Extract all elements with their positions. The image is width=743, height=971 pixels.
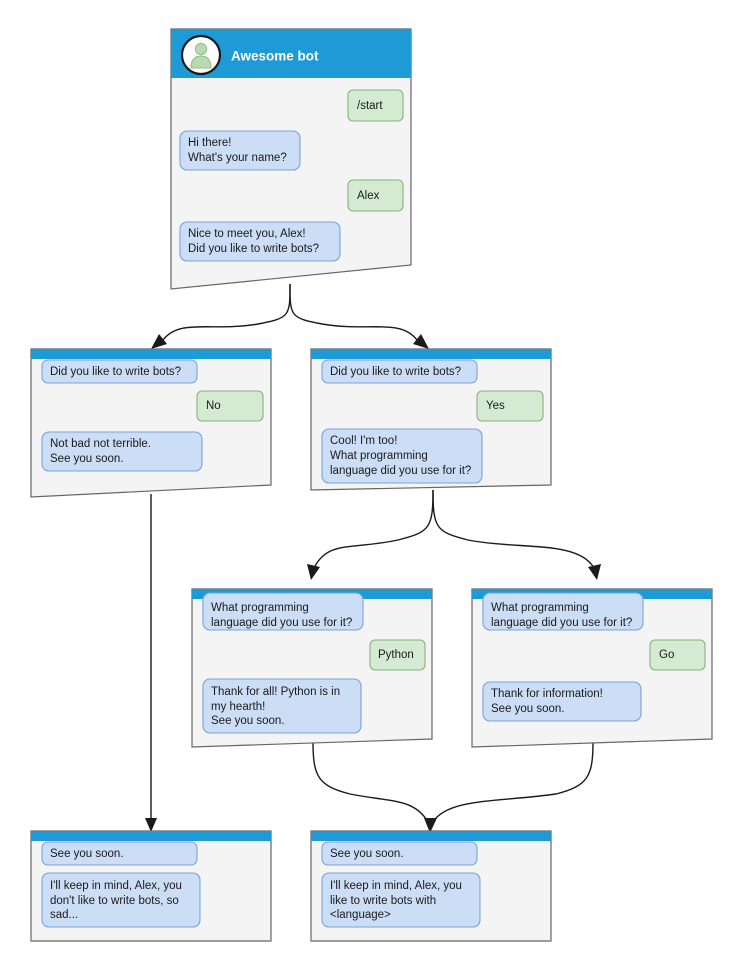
message-bot-langquestion: What programming language did you use fo… [202,592,364,631]
svg-text:Nice to meet you, Alex!: Nice to meet you, Alex! [188,228,306,240]
message-user-name: Alex [347,179,404,212]
message-bot-thanks: Thank for information! See you soon. [482,681,642,722]
svg-text:<language>: <language> [330,909,391,921]
svg-text:Did you like to write bots?: Did you like to write bots? [330,366,461,378]
arrowhead-python [307,564,320,580]
node-root-title: Awesome bot [231,49,319,64]
arrowhead-end-happy [424,818,437,833]
message-bot-thanks: Thank for all! Python is in my hearth! S… [202,678,362,734]
svg-text:What programming: What programming [211,602,309,614]
message-bot-cool: Cool! I'm too! What programming language… [321,428,483,484]
message-bot-keepinmind: I'll keep in mind, Alex, you like to wri… [321,872,481,928]
svg-text:/start: /start [357,100,383,112]
svg-text:See you soon.: See you soon. [491,703,565,715]
node-end-happy-header [311,831,551,841]
svg-text:Yes: Yes [486,400,505,412]
message-user-no: No [196,390,264,422]
node-no-branch[interactable]: Did you like to write bots? No Not bad n… [30,348,272,498]
svg-text:like to write bots with: like to write bots with [330,895,436,907]
svg-text:Hi there!: Hi there! [188,137,231,149]
svg-text:Thank for all! Python is in: Thank for all! Python is in [211,686,340,698]
svg-text:language did you use for it?: language did you use for it? [211,617,352,629]
svg-text:Thank for information!: Thank for information! [491,688,603,700]
arrowhead-yes [413,334,429,349]
svg-text:my hearth!: my hearth! [211,701,265,713]
connector-root-to-no [162,283,291,341]
node-root-header [171,29,411,78]
node-no-branch-header [31,349,271,359]
node-yes-branch-header [311,349,551,359]
node-go-branch[interactable]: What programming language did you use fo… [471,588,713,748]
message-user-yes: Yes [476,390,544,422]
svg-text:language did you use for it?: language did you use for it? [330,465,471,477]
svg-text:don't like to write bots, so: don't like to write bots, so [50,895,179,907]
svg-text:I'll keep in mind, Alex, you: I'll keep in mind, Alex, you [330,880,462,892]
arrowhead-no [151,334,167,349]
svg-text:See you soon.: See you soon. [50,848,124,860]
svg-text:I'll keep in mind, Alex, you: I'll keep in mind, Alex, you [50,880,182,892]
message-bot-langquestion: What programming language did you use fo… [482,592,644,631]
node-root[interactable]: Awesome bot /start Hi there! What's your… [170,28,412,290]
svg-text:Alex: Alex [357,190,380,202]
connector-go-to-end-happy [432,741,594,823]
connector-python-to-end-happy [312,741,429,823]
connector-root-to-yes [289,283,418,341]
message-bot-nicetomeet: Nice to meet you, Alex! Did you like to … [179,221,341,262]
svg-text:Python: Python [378,649,414,661]
message-bot-keepinmind: I'll keep in mind, Alex, you don't like … [41,872,201,928]
node-end-happy[interactable]: See you soon. I'll keep in mind, Alex, y… [310,830,552,942]
node-end-sad[interactable]: See you soon. I'll keep in mind, Alex, y… [30,830,272,942]
svg-text:language did you use for it?: language did you use for it? [491,617,632,629]
svg-text:What programming: What programming [330,450,428,462]
message-bot-seeyou: See you soon. [41,841,198,866]
message-bot-question: Did you like to write bots? [41,359,198,384]
svg-text:What's your name?: What's your name? [188,152,287,164]
svg-text:See you soon.: See you soon. [50,453,124,465]
svg-text:Did you like to write bots?: Did you like to write bots? [188,243,319,255]
message-user-go: Go [649,639,706,671]
node-yes-branch[interactable]: Did you like to write bots? Yes Cool! I'… [310,348,552,491]
arrowhead-end-sad [145,818,157,832]
message-bot-seeyou: See you soon. [321,841,478,866]
svg-text:Not bad not terrible.: Not bad not terrible. [50,438,151,450]
connector-yes-to-go [432,489,595,569]
svg-text:Cool! I'm too!: Cool! I'm too! [330,435,397,447]
connector-yes-to-python [313,489,434,569]
svg-text:See you soon.: See you soon. [330,848,404,860]
connectors-layer [145,283,601,833]
message-bot-notbad: Not bad not terrible. See you soon. [41,431,203,472]
svg-text:Did you like to write bots?: Did you like to write bots? [50,366,181,378]
person-avatar-icon [180,34,222,76]
svg-text:What programming: What programming [491,602,589,614]
message-user-start: /start [347,89,404,122]
message-user-python: Python [369,639,426,671]
message-bot-greeting: Hi there! What's your name? [179,130,301,171]
svg-text:No: No [206,400,221,412]
svg-text:See you soon.: See you soon. [211,715,285,727]
svg-text:sad...: sad... [50,909,78,921]
arrowhead-go [588,564,601,580]
node-end-sad-header [31,831,271,841]
message-bot-question: Did you like to write bots? [321,359,478,384]
node-python-branch[interactable]: What programming language did you use fo… [191,588,433,748]
svg-text:Go: Go [659,649,674,661]
